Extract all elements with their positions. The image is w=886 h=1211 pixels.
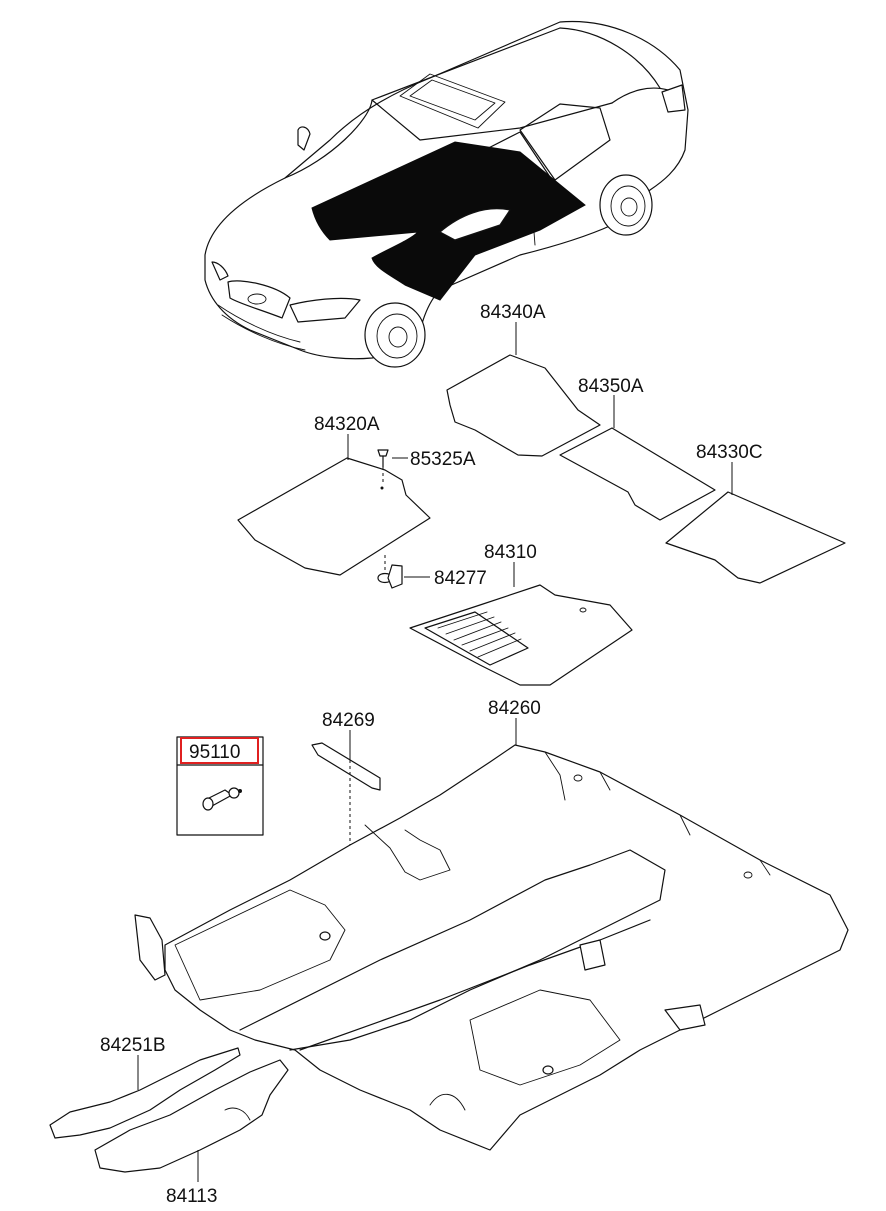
label-84269: 84269 bbox=[322, 710, 375, 731]
part-labels: 84340A 84350A 84320A 85325A 84330C 84310… bbox=[100, 302, 763, 1207]
bracket-84277 bbox=[377, 555, 403, 589]
clip-85325A bbox=[377, 449, 389, 485]
floor-mat-84350A bbox=[559, 427, 716, 521]
part-95110-box bbox=[176, 736, 264, 836]
label-95110: 95110 bbox=[189, 742, 240, 763]
floor-mat-84320A bbox=[237, 457, 431, 576]
label-84113: 84113 bbox=[166, 1186, 217, 1207]
main-carpet-84260 bbox=[134, 744, 849, 1151]
floor-mat-84330C bbox=[665, 491, 846, 584]
trim-84251B bbox=[49, 1047, 241, 1139]
label-84340A: 84340A bbox=[480, 302, 546, 323]
floor-mat-84340A bbox=[446, 354, 601, 457]
trim-84113 bbox=[94, 1059, 289, 1173]
highlight-box bbox=[180, 737, 259, 764]
car-illustration bbox=[204, 20, 689, 368]
pad-84269 bbox=[311, 742, 381, 925]
label-85325A: 85325A bbox=[410, 449, 476, 470]
label-84251B: 84251B bbox=[100, 1035, 166, 1056]
label-84310: 84310 bbox=[484, 542, 537, 563]
label-84260: 84260 bbox=[488, 698, 541, 719]
floor-carpet-highlight bbox=[311, 141, 586, 301]
sensor-icon bbox=[202, 787, 242, 811]
label-84277: 84277 bbox=[434, 568, 487, 589]
leader-lines bbox=[137, 322, 733, 1182]
label-84320A: 84320A bbox=[314, 414, 380, 435]
floor-mat-84310 bbox=[409, 584, 633, 686]
label-84350A: 84350A bbox=[578, 376, 644, 397]
label-84330C: 84330C bbox=[696, 442, 763, 463]
